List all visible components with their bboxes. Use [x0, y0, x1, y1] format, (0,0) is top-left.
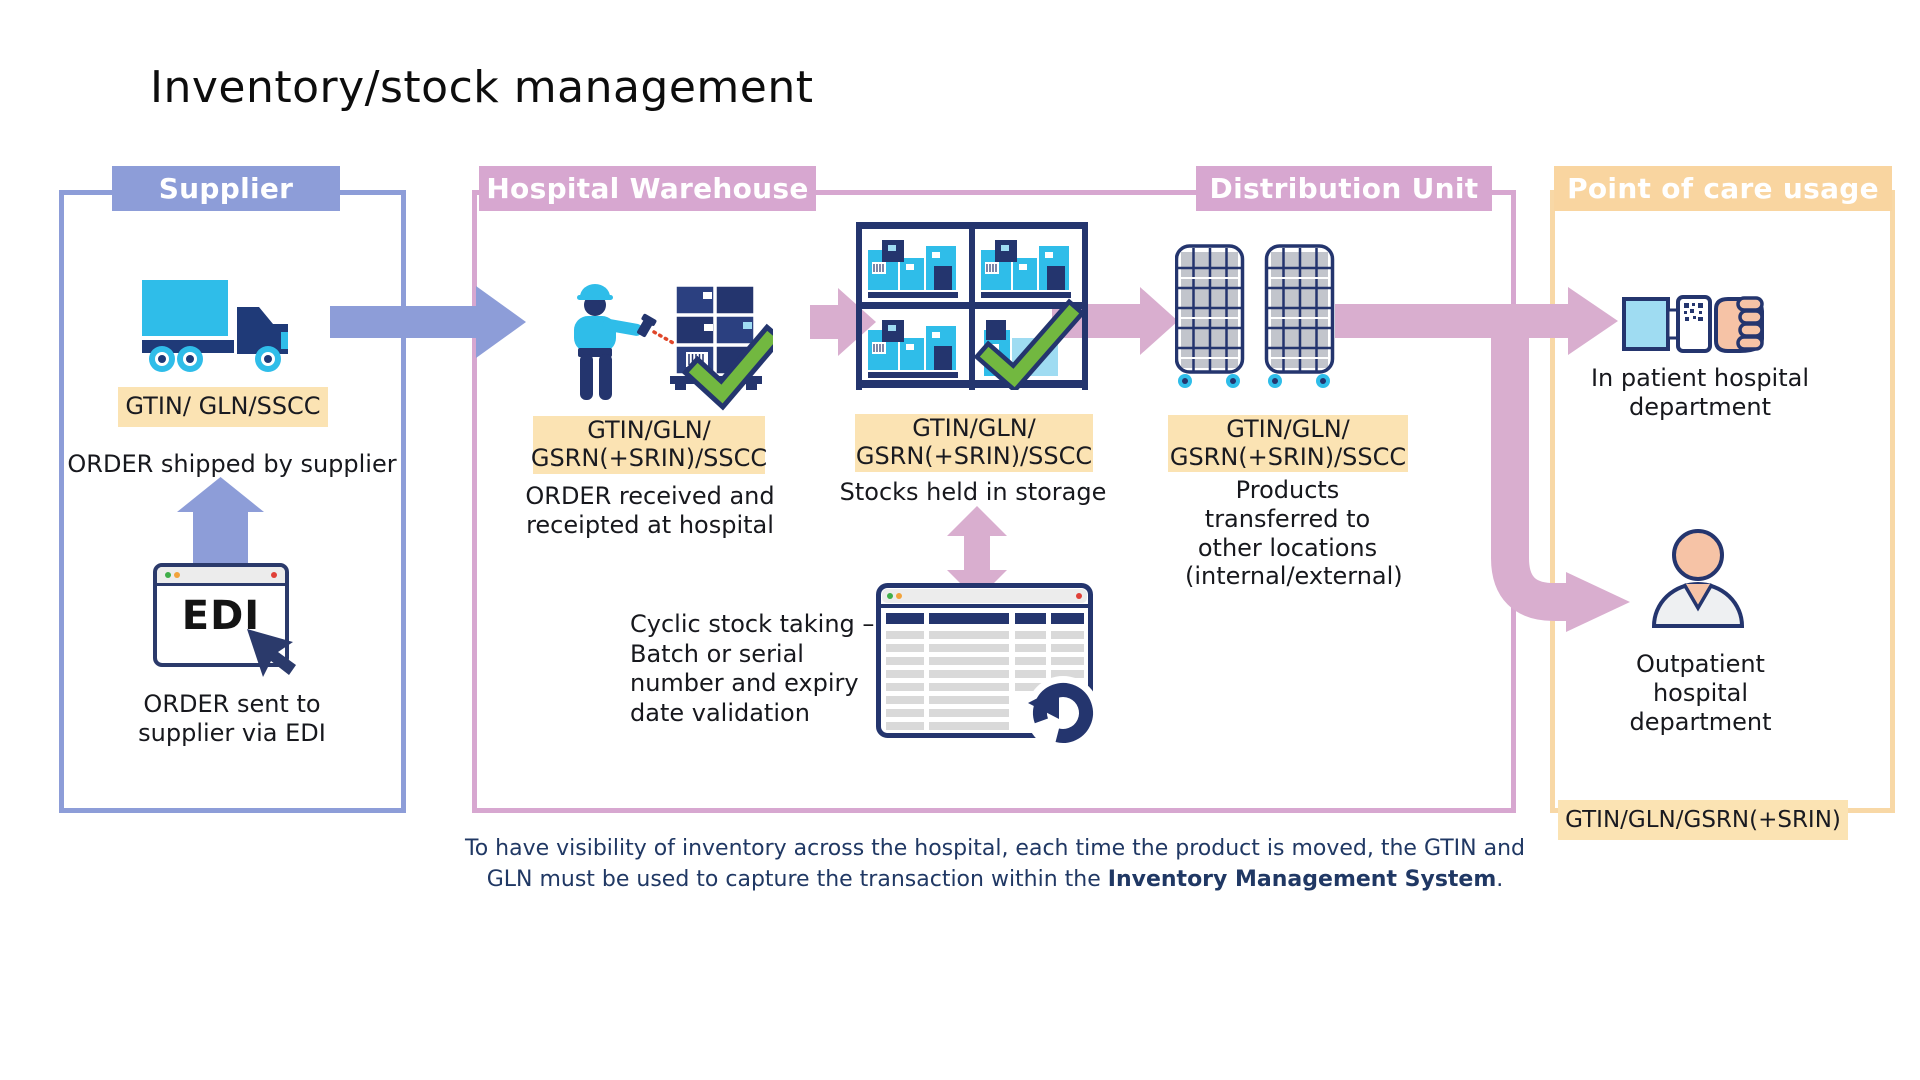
- supplier-identifier-tag: GTIN/ GLN/SSCC: [118, 387, 328, 427]
- stocktake-spreadsheet-icon: [876, 583, 1100, 750]
- edi-label: EDI: [181, 593, 261, 639]
- cursor-icon: [247, 629, 296, 677]
- products-transferred-caption: Products transferred to other locations …: [1185, 476, 1403, 591]
- note-line1: To have visibility of inventory across t…: [465, 836, 1525, 861]
- window-dot-yellow: [174, 572, 180, 578]
- distribution-unit-header: Distribution Unit: [1196, 166, 1492, 211]
- cyclic-stock-taking-caption: Cyclic stock taking – Batch or serial nu…: [630, 610, 875, 727]
- delivery-truck-icon: [142, 280, 288, 372]
- order-shipped-caption: ORDER shipped by supplier: [67, 450, 397, 478]
- arrow-supplier-to-warehouse: [330, 286, 526, 358]
- care-identifier-tag: GTIN/GLN/GSRN(+SRIN): [1558, 800, 1848, 840]
- point-of-care-header: Point of care usage: [1554, 166, 1892, 211]
- receive-identifier-tag: GTIN/GLN/ GSRN(+SRIN)/SSCC: [530, 416, 768, 474]
- supplier-header: Supplier: [112, 166, 340, 211]
- hospital-warehouse-header: Hospital Warehouse: [479, 166, 816, 211]
- order-sent-caption: ORDER sent to supplier via EDI: [138, 690, 326, 747]
- storage-shelf-icon: [856, 222, 1088, 390]
- page-title: Inventory/stock management: [150, 62, 814, 113]
- storage-identifier-tag: GTIN/GLN/ GSRN(+SRIN)/SSCC: [855, 414, 1093, 472]
- window-dot-red: [271, 572, 277, 578]
- note-suffix: .: [1496, 866, 1504, 892]
- inventory-visibility-note: To have visibility of inventory across t…: [440, 834, 1550, 896]
- arrow-distribution-to-inpatient: [1335, 287, 1618, 355]
- note-bold-phrase: Inventory Management System: [1107, 866, 1497, 892]
- outpatient-caption: Outpatient hospital department: [1629, 650, 1772, 736]
- arrow-distribution-to-outpatient: [1491, 320, 1630, 632]
- edi-window-titlebar: [157, 567, 285, 586]
- patient-wristband-scan-icon: [1622, 295, 1764, 353]
- arrow-edi-up: [177, 477, 264, 570]
- worker-scanning-pallet-icon: [574, 284, 773, 411]
- outpatient-person-icon: [1651, 529, 1745, 628]
- inpatient-caption: In patient hospital department: [1590, 364, 1810, 421]
- note-line2: GLN must be used to capture the transact…: [486, 866, 1108, 892]
- stocks-held-caption: Stocks held in storage: [839, 478, 1107, 506]
- edi-window-icon: EDI: [153, 563, 289, 667]
- distribution-identifier-tag: GTIN/GLN/ GSRN(+SRIN)/SSCC: [1168, 414, 1408, 472]
- window-dot-green: [165, 572, 171, 578]
- order-received-caption: ORDER received and receipted at hospital: [525, 482, 775, 539]
- distribution-cage-trolleys-icon: [1175, 244, 1335, 390]
